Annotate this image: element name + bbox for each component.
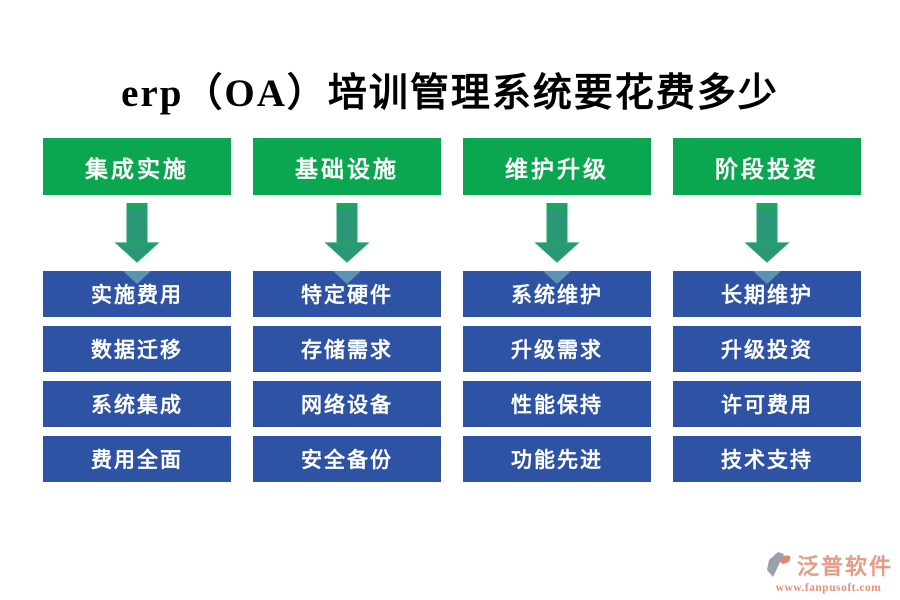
column-maintenance: 维护升级 系统维护 升级需求 性能保持 功能先进 bbox=[463, 138, 651, 482]
item-box: 功能先进 bbox=[463, 436, 651, 482]
item-box: 技术支持 bbox=[673, 436, 861, 482]
category-header: 阶段投资 bbox=[673, 138, 861, 195]
item-list: 实施费用 数据迁移 系统集成 费用全面 bbox=[43, 271, 231, 482]
item-box: 特定硬件 bbox=[253, 271, 441, 317]
item-box: 系统集成 bbox=[43, 381, 231, 427]
down-arrow-icon bbox=[324, 195, 370, 271]
down-arrow-icon bbox=[114, 195, 160, 271]
down-arrow-icon bbox=[534, 195, 580, 271]
item-box: 性能保持 bbox=[463, 381, 651, 427]
item-box: 安全备份 bbox=[253, 436, 441, 482]
item-box: 费用全面 bbox=[43, 436, 231, 482]
item-box: 系统维护 bbox=[463, 271, 651, 317]
item-list: 长期维护 升级投资 许可费用 技术支持 bbox=[673, 271, 861, 482]
item-box: 实施费用 bbox=[43, 271, 231, 317]
column-investment: 阶段投资 长期维护 升级投资 许可费用 技术支持 bbox=[673, 138, 861, 482]
item-box: 许可费用 bbox=[673, 381, 861, 427]
category-header: 集成实施 bbox=[43, 138, 231, 195]
column-integration: 集成实施 实施费用 数据迁移 系统集成 费用全面 bbox=[43, 138, 231, 482]
item-list: 系统维护 升级需求 性能保持 功能先进 bbox=[463, 271, 651, 482]
item-box: 升级投资 bbox=[673, 326, 861, 372]
item-box: 网络设备 bbox=[253, 381, 441, 427]
logo-text: 泛普软件 bbox=[796, 554, 893, 579]
diagram-columns: 集成实施 实施费用 数据迁移 系统集成 费用全面 基础设施 bbox=[43, 138, 861, 482]
category-header: 维护升级 bbox=[463, 138, 651, 195]
item-box: 升级需求 bbox=[463, 326, 651, 372]
item-list: 特定硬件 存储需求 网络设备 安全备份 bbox=[253, 271, 441, 482]
item-box: 长期维护 bbox=[673, 271, 861, 317]
fanpu-logo: 泛普软件 www.fanpusoft.com bbox=[764, 549, 893, 594]
fanpu-logo-icon bbox=[764, 550, 794, 580]
column-infrastructure: 基础设施 特定硬件 存储需求 网络设备 安全备份 bbox=[253, 138, 441, 482]
item-box: 存储需求 bbox=[253, 326, 441, 372]
down-arrow-icon bbox=[744, 195, 790, 271]
page-title: erp（OA）培训管理系统要花费多少 bbox=[121, 72, 779, 115]
item-box: 数据迁移 bbox=[43, 326, 231, 372]
logo-url: www.fanpusoft.com bbox=[775, 582, 882, 594]
category-header: 基础设施 bbox=[253, 138, 441, 195]
